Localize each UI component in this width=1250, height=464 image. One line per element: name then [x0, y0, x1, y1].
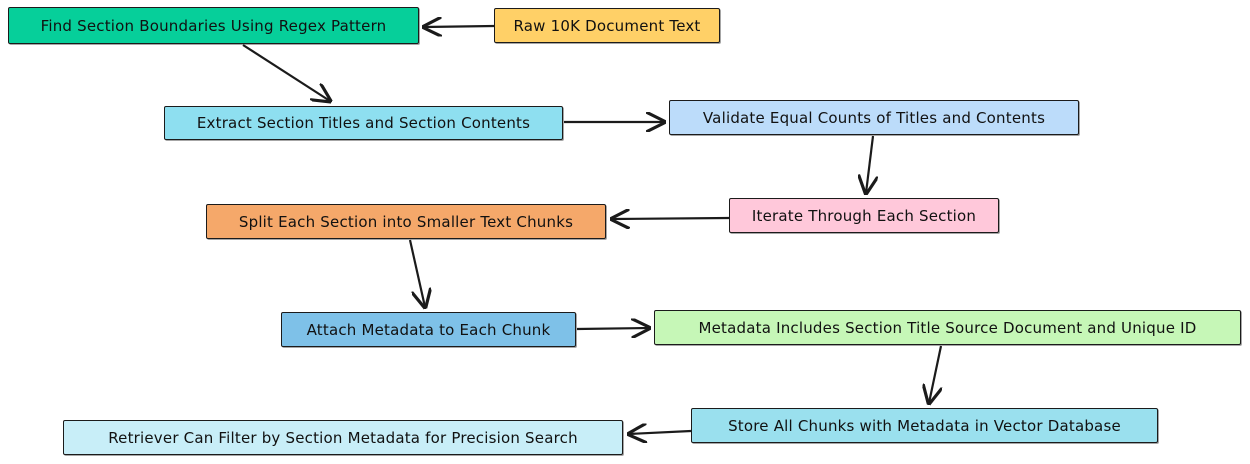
node-raw-10k-text: Raw 10K Document Text: [494, 8, 720, 43]
edge-validate-to-iterate: [866, 135, 873, 193]
node-split-chunks: Split Each Section into Smaller Text Chu…: [206, 204, 606, 239]
node-validate-counts: Validate Equal Counts of Titles and Cont…: [669, 100, 1079, 135]
edge-store-to-retriever: [629, 431, 692, 434]
node-attach-metadata: Attach Metadata to Each Chunk: [281, 312, 576, 347]
node-extract-titles-contents: Extract Section Titles and Section Conte…: [164, 106, 563, 140]
edge-split-to-attach: [408, 239, 425, 307]
edge-iterate-to-split: [612, 218, 730, 219]
edge-find-to-extract: [242, 44, 330, 101]
node-metadata-includes: Metadata Includes Section Title Source D…: [654, 310, 1241, 345]
edge-raw-to-find: [424, 26, 495, 27]
node-retriever-filter: Retriever Can Filter by Section Metadata…: [63, 420, 623, 455]
edge-attach-to-meta: [576, 328, 649, 329]
node-find-section-boundaries: Find Section Boundaries Using Regex Patt…: [8, 7, 419, 44]
node-store-vector-db: Store All Chunks with Metadata in Vector…: [691, 408, 1158, 443]
edge-meta-to-store: [929, 345, 941, 403]
node-iterate-sections: Iterate Through Each Section: [729, 198, 999, 233]
